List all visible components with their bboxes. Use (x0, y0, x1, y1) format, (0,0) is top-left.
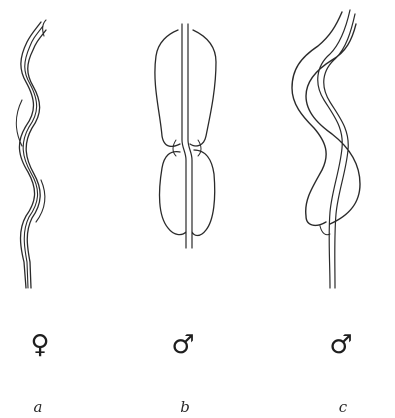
panel-b-label: b (180, 398, 190, 416)
panel-a-drawing (16, 20, 46, 288)
panel-a-label: a (34, 398, 43, 416)
panel-c-sex-symbol: ♂ (329, 330, 352, 360)
panel-b-sex-symbol: ♂ (171, 330, 194, 360)
panel-c-label: c (339, 398, 348, 416)
panel-a-sex-symbol: ♀ (30, 330, 49, 360)
panel-c-drawing (292, 10, 360, 288)
panel-b-drawing (155, 24, 216, 248)
